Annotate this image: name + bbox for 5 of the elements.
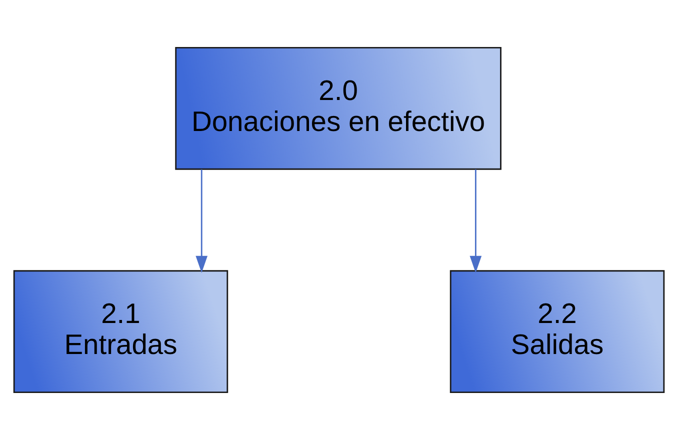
- node-box: 2.2 Salidas: [450, 270, 665, 394]
- node-box: 2.1 Entradas: [13, 270, 228, 394]
- arrow: [196, 169, 208, 273]
- arrow: [470, 169, 482, 273]
- node-box: 2.0 Donaciones en efectivo: [175, 46, 502, 170]
